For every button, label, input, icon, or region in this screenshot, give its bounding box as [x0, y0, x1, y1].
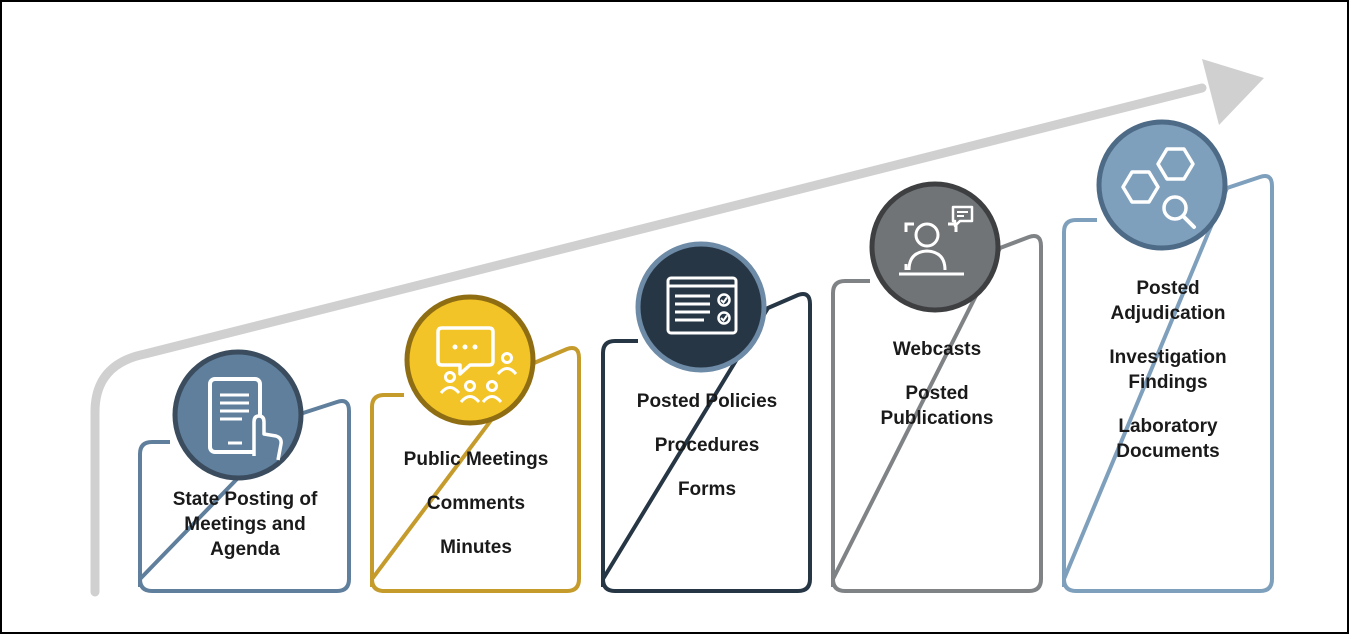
step-3-item: Procedures [607, 433, 807, 458]
step-3-item: Posted Policies [607, 389, 807, 414]
step-3-label-line: Posted Policies [636, 391, 778, 412]
step-2-item: Public Meetings [376, 447, 576, 472]
step-5-labels: Posted Adjudication Investigation Findin… [1068, 276, 1268, 464]
step-5-label-line: Documents [1116, 441, 1220, 462]
step-4-card [830, 234, 1043, 593]
step-2-label-line: Public Meetings [403, 449, 549, 470]
step-1-item: State Posting of Meetings and Agenda [145, 487, 345, 562]
step-5-item: Posted Adjudication [1068, 276, 1268, 326]
step-5-label-line: Findings [1128, 372, 1208, 393]
step-4-label-line: Publications [880, 408, 994, 429]
step-3-label-line: Forms [677, 479, 737, 500]
step-4-label-line: Posted [905, 383, 969, 404]
step-5-item: Investigation Findings [1068, 345, 1268, 395]
step-1-card [137, 399, 351, 593]
step-3-item: Forms [607, 477, 807, 502]
step-2-item: Comments [376, 491, 576, 516]
step-1-labels: State Posting of Meetings and Agenda [145, 487, 345, 562]
step-5-card [1061, 174, 1274, 593]
step-5-label-line: Investigation [1109, 347, 1227, 368]
step-4-item: Webcasts [837, 337, 1037, 362]
step-3-card [600, 292, 812, 593]
step-5-item: Laboratory Documents [1068, 414, 1268, 464]
step-2-label-line: Minutes [440, 537, 512, 558]
step-1-label-line: Agenda [210, 539, 280, 560]
step-3-labels: Posted Policies Procedures Forms [607, 389, 807, 502]
step-5-label-line: Laboratory [1118, 416, 1218, 437]
step-2-item: Minutes [376, 535, 576, 560]
step-5-label-line: Posted [1136, 278, 1200, 299]
step-4-label-line: Webcasts [892, 339, 982, 360]
step-2-card [369, 346, 581, 593]
step-4-item: Posted Publications [837, 381, 1037, 431]
step-1-label-line: Meetings and [184, 514, 306, 535]
step-2-labels: Public Meetings Comments Minutes [376, 447, 576, 560]
step-1-label-line: State Posting of [172, 489, 318, 510]
step-2-label-line: Comments [426, 493, 526, 514]
step-4-labels: Webcasts Posted Publications [837, 337, 1037, 431]
step-5-label-line: Adjudication [1110, 303, 1226, 324]
step-3-label-line: Procedures [654, 435, 760, 456]
